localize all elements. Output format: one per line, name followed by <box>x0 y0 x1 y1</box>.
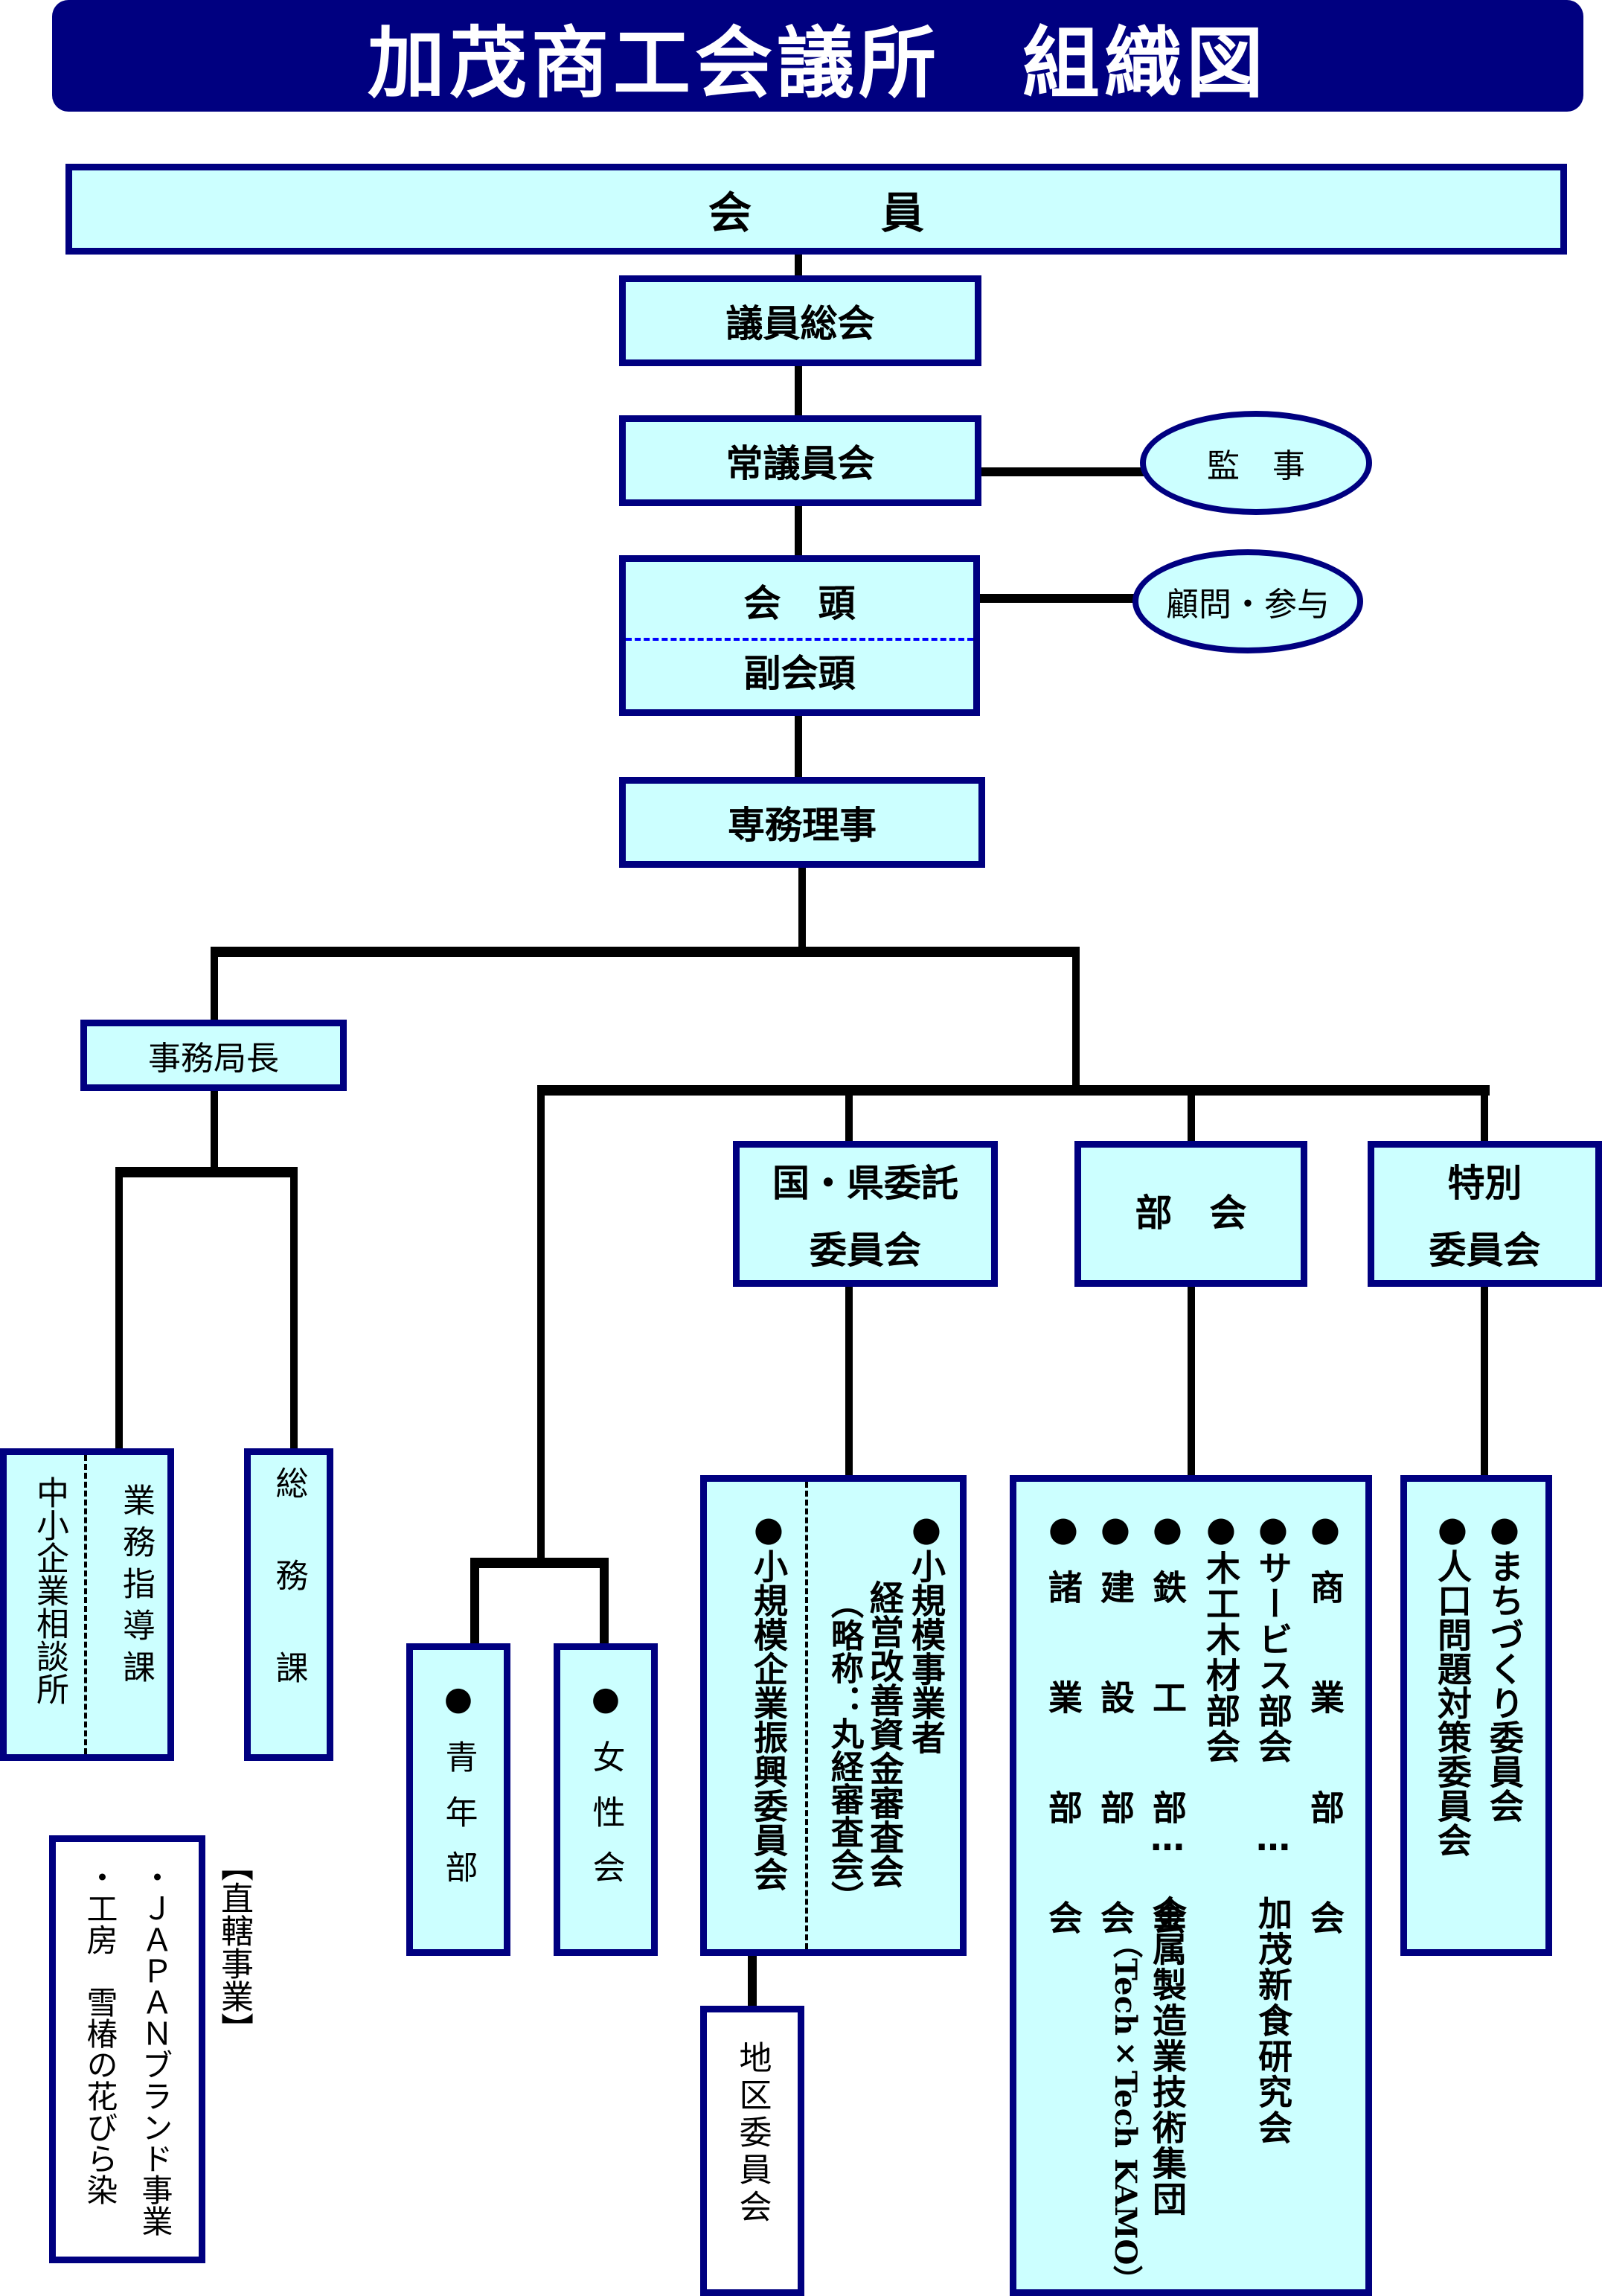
list-item[interactable]: ・工房 雪椿の花びら染 <box>82 1861 118 2205</box>
divisions-list-box: ●商 業 部 会 ●サービス部会 … 加茂新食研究会 ●木工木材部会 ●鉄 工 … <box>1010 1475 1372 2296</box>
list-item[interactable]: ●建 設 部 会 <box>1095 1509 1135 1955</box>
connector <box>470 1558 479 1646</box>
list-item[interactable]: ●小規模事業者 <box>906 1509 946 1754</box>
list-item-note: （Tech×Tech KAMO） <box>1108 1928 1143 2295</box>
advisors-label: 顧問・参与 <box>1166 586 1330 624</box>
youth-box[interactable]: ●青年部 <box>406 1643 510 1956</box>
list-item[interactable]: ●小規模企業振興委員会 <box>749 1509 789 1891</box>
connector <box>795 252 802 281</box>
special-committee-label-2: 委員会 <box>1429 1229 1541 1272</box>
district-committee-box[interactable]: 地区委員会 <box>700 2006 804 2296</box>
divisions-box[interactable]: 部 会 <box>1074 1141 1307 1287</box>
connector <box>470 1558 604 1568</box>
connector <box>798 865 806 948</box>
special-committee-label-1: 特別 <box>1447 1162 1522 1205</box>
commissioned-list-box: ●小規模企業振興委員会 ●小規模事業者 経営改善資金審査会 （略称：丸経審査会） <box>700 1475 967 1956</box>
members-box[interactable]: 会 員 <box>65 164 1567 255</box>
connector <box>537 1085 545 1560</box>
connector <box>795 503 802 558</box>
business-guidance-label: 業務指導課 <box>117 1483 155 1692</box>
consultation-office-box[interactable]: 中小企業相談所 業務指導課 <box>0 1448 174 1761</box>
list-item[interactable]: ●まちづくり委員会 <box>1484 1509 1525 1823</box>
list-item[interactable]: ●木工木材部会 <box>1201 1509 1241 1765</box>
advisors-oval[interactable]: 顧問・参与 <box>1132 549 1363 653</box>
connector <box>115 1167 123 1450</box>
connector <box>1481 1085 1488 1143</box>
auditor-label: 監 事 <box>1207 447 1305 485</box>
general-affairs-box[interactable]: 総務課 <box>244 1448 333 1761</box>
vice-chairman-label: 副会頭 <box>743 652 856 695</box>
connector <box>795 363 802 418</box>
youth-label: ●青年部 <box>439 1680 478 1905</box>
connector <box>211 947 218 1021</box>
connector <box>845 1085 853 1143</box>
list-item-sub: 経営改善資金審査会 <box>865 1580 905 1888</box>
auditor-oval[interactable]: 監 事 <box>1140 411 1372 515</box>
connector <box>795 713 802 780</box>
connector <box>211 947 1080 957</box>
list-item[interactable]: ●サービス部会 <box>1253 1509 1293 1765</box>
connector <box>600 1558 609 1646</box>
connector <box>1188 1085 1195 1143</box>
connector <box>748 1953 757 2009</box>
list-item[interactable]: ●人口問題対策委員会 <box>1432 1509 1473 1857</box>
connector <box>537 1085 1490 1096</box>
commissioned-committee-box[interactable]: 国・県委託 委員会 <box>733 1141 998 1287</box>
connector <box>975 594 1138 603</box>
secretary-general-label: 事務局長 <box>148 1040 279 1078</box>
connector <box>1072 947 1080 1087</box>
list-item[interactable]: ●鉄 工 部 会 <box>1147 1509 1188 1955</box>
list-item[interactable]: ・ＪＡＰＡＮブランド事業 <box>137 1861 173 2236</box>
list-item[interactable]: ●諸 業 部 会 <box>1043 1509 1083 1955</box>
standing-council-box[interactable]: 常議員会 <box>619 415 981 506</box>
district-committee-label: 地区委員会 <box>733 2041 772 2227</box>
connector <box>1481 1283 1488 1478</box>
direct-projects-box: ・ＪＡＰＡＮブランド事業 ・工房 雪椿の花びら染 <box>49 1835 205 2263</box>
chairman-box[interactable]: 会 頭 副会頭 <box>619 555 980 716</box>
women-box[interactable]: ●女性会 <box>554 1643 658 1956</box>
special-committee-box[interactable]: 特別 委員会 <box>1368 1141 1602 1287</box>
members-label: 会 員 <box>708 188 924 238</box>
executive-director-box[interactable]: 専務理事 <box>619 777 985 868</box>
connector <box>979 467 1146 476</box>
list-item-note: （略称：丸経審査会） <box>825 1586 863 1913</box>
divider <box>626 638 973 641</box>
commissioned-committee-label-1: 国・県委託 <box>772 1162 958 1205</box>
page-title: 加茂商工会議所 組織図 <box>52 0 1583 112</box>
special-list-box: ●まちづくり委員会 ●人口問題対策委員会 <box>1400 1475 1552 1956</box>
connector <box>1188 1283 1195 1478</box>
divider <box>805 1482 808 1949</box>
chairman-label: 会 頭 <box>743 582 856 625</box>
divisions-label: 部 会 <box>1135 1192 1247 1235</box>
divider <box>84 1455 87 1754</box>
commissioned-committee-label-2: 委員会 <box>810 1229 921 1272</box>
connector <box>845 1283 853 1478</box>
list-item[interactable]: ●商 業 部 会 <box>1305 1509 1345 1955</box>
executive-director-label: 専務理事 <box>728 804 877 847</box>
general-assembly-label: 議員総会 <box>725 302 875 345</box>
list-item-sub: … 金属製造業技術集団 <box>1147 1818 1188 2217</box>
consultation-office-label: 中小企業相談所 <box>31 1476 68 1705</box>
connector <box>211 1090 218 1169</box>
list-item-sub: … 加茂新食研究会 <box>1253 1818 1293 2146</box>
secretary-general-box[interactable]: 事務局長 <box>80 1020 347 1091</box>
general-assembly-box[interactable]: 議員総会 <box>619 275 981 366</box>
connector <box>290 1167 298 1450</box>
general-affairs-label: 総務課 <box>269 1466 308 1743</box>
women-label: ●女性会 <box>586 1680 625 1905</box>
connector <box>115 1167 298 1177</box>
direct-projects-heading: 【直轄事業】 <box>215 1849 253 2045</box>
standing-council-label: 常議員会 <box>725 442 875 485</box>
